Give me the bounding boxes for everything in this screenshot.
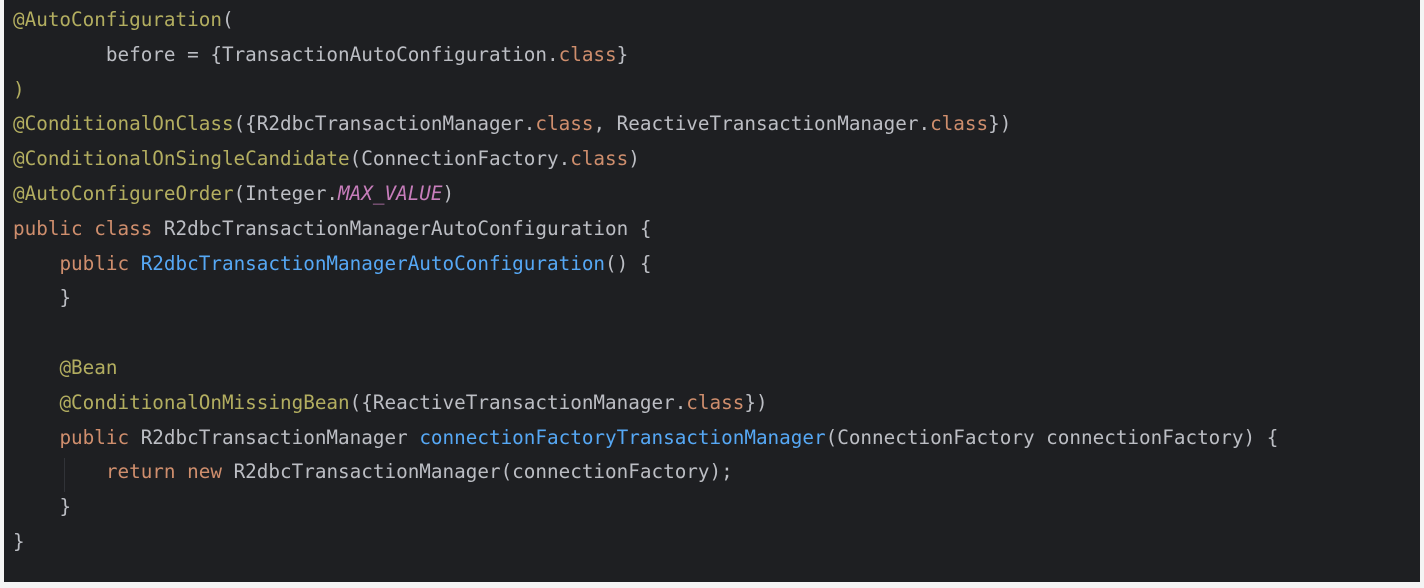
code-token: class — [686, 390, 745, 414]
code-token: class — [535, 112, 594, 136]
indent-guide — [64, 458, 65, 493]
code-line[interactable]: ) — [0, 73, 1424, 108]
code-token: ) — [13, 77, 25, 101]
indent — [13, 495, 59, 518]
code-line[interactable]: @AutoConfigureOrder(Integer.MAX_VALUE) — [0, 177, 1424, 212]
code-token: ({R2dbcTransactionManager. — [233, 112, 536, 136]
code-token: class — [558, 42, 617, 66]
code-line[interactable]: @ConditionalOnMissingBean({ReactiveTrans… — [0, 386, 1424, 421]
code-line[interactable]: @AutoConfiguration( — [0, 3, 1424, 38]
code-token: class — [930, 112, 989, 136]
code-line[interactable]: @ConditionalOnSingleCandidate(Connection… — [0, 142, 1424, 177]
code-token: @ConditionalOnClass — [13, 112, 234, 136]
code-token: connectionFactoryTransactionManager — [419, 425, 826, 449]
code-line[interactable]: } — [0, 490, 1424, 525]
code-token: } — [59, 495, 72, 519]
code-token: public class — [13, 216, 164, 240]
code-token: () { — [605, 251, 652, 275]
code-line[interactable]: } — [0, 525, 1424, 560]
code-token: R2dbcTransactionManagerAutoConfiguration… — [163, 216, 652, 240]
frame-edge-right — [1420, 0, 1424, 588]
code-token: ({ReactiveTransactionManager. — [349, 390, 687, 414]
code-token: ( — [221, 8, 234, 31]
code-token: (Integer. — [233, 181, 339, 205]
code-token: before = {TransactionAutoConfiguration. — [105, 42, 559, 66]
code-line[interactable]: } — [0, 281, 1424, 316]
code-token: @ConditionalOnSingleCandidate — [13, 147, 350, 171]
code-line[interactable]: public R2dbcTransactionManagerAutoConfig… — [0, 247, 1424, 282]
indent — [13, 43, 106, 66]
code-token: return new — [105, 460, 234, 484]
code-token: } — [59, 286, 72, 310]
frame-edge-left — [0, 0, 4, 588]
code-token: (ConnectionFactory. — [349, 147, 571, 171]
code-token: (ConnectionFactory connectionFactory) { — [825, 425, 1279, 449]
indent — [13, 426, 59, 449]
indent — [13, 286, 59, 309]
code-token: } — [616, 42, 629, 66]
code-token: }) — [744, 390, 768, 414]
code-token: R2dbcTransactionManager — [140, 425, 420, 449]
code-token: @ConditionalOnMissingBean — [59, 390, 350, 414]
indent — [13, 460, 106, 483]
code-token: @AutoConfiguration — [13, 8, 222, 31]
code-line[interactable] — [0, 316, 1424, 351]
code-line[interactable]: @Bean — [0, 351, 1424, 386]
frame-edge-bottom — [0, 582, 1424, 588]
indent — [13, 391, 59, 414]
code-token: MAX_VALUE — [338, 181, 443, 205]
code-token: R2dbcTransactionManager(connectionFactor… — [233, 460, 733, 484]
code-token: public — [59, 251, 141, 275]
code-line[interactable]: @ConditionalOnClass({R2dbcTransactionMan… — [0, 107, 1424, 142]
code-token: @AutoConfigureOrder — [13, 181, 234, 205]
code-token: ) — [442, 181, 455, 205]
indent — [13, 252, 59, 275]
code-line[interactable]: public class R2dbcTransactionManagerAuto… — [0, 212, 1424, 247]
code-token: public — [59, 425, 141, 449]
code-token: , ReactiveTransactionManager. — [593, 112, 931, 136]
code-token: } — [13, 529, 25, 553]
code-token: class — [570, 147, 629, 171]
code-token: }) — [988, 112, 1012, 136]
code-line[interactable]: return new R2dbcTransactionManager(conne… — [0, 455, 1424, 493]
code-line[interactable]: before = {TransactionAutoConfiguration.c… — [0, 38, 1424, 73]
code-token: R2dbcTransactionManagerAutoConfiguration — [140, 251, 606, 275]
code-token: @Bean — [59, 355, 118, 379]
indent — [13, 356, 59, 379]
code-token: ) — [628, 147, 640, 171]
code-line[interactable]: public R2dbcTransactionManager connectio… — [0, 421, 1424, 456]
